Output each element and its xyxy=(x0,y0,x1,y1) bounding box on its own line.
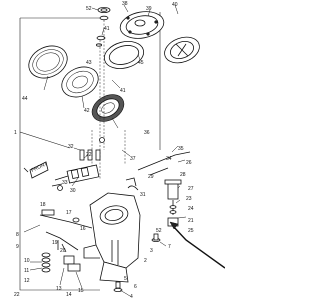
callout-15: 15 xyxy=(78,288,84,294)
callout-39: 39 xyxy=(146,6,152,12)
callout-41-lower: 41 xyxy=(120,88,126,94)
callout-30: 30 xyxy=(70,188,76,194)
callout-44: 44 xyxy=(22,96,28,102)
callout-38: 38 xyxy=(122,1,128,7)
callout-16: 16 xyxy=(80,226,86,232)
throttle-linkage xyxy=(125,151,191,227)
pointer-arrow-head xyxy=(169,221,179,230)
callout-32: 32 xyxy=(68,144,74,150)
callout-24: 24 xyxy=(188,206,194,212)
callout-1: 1 xyxy=(14,130,17,136)
callout-12: 12 xyxy=(24,278,30,284)
callout-9: 9 xyxy=(16,244,19,250)
callout-36: 36 xyxy=(144,130,150,136)
idle-adjuster-parts xyxy=(39,209,93,273)
left-gasket xyxy=(28,45,68,79)
callout-26: 26 xyxy=(186,160,192,166)
diaphragm-cover-right xyxy=(164,36,200,64)
center-gasket xyxy=(103,41,145,69)
callout-45: 45 xyxy=(138,60,144,66)
callout-41: 41 xyxy=(104,26,110,32)
callout-8: 8 xyxy=(16,232,19,238)
callout-22-lower: 22 xyxy=(14,292,20,298)
callout-52: 52 xyxy=(86,6,92,12)
front-arrow-icon: FRONT xyxy=(23,161,49,179)
callout-43: 43 xyxy=(86,60,92,66)
carburetor-exploded-diagram: FRONT 52 38 39 40 41 45 44 41 42 36 37 1… xyxy=(14,1,225,300)
top-screw-group xyxy=(96,7,111,47)
callout-14: 14 xyxy=(66,292,72,298)
callout-11: 11 xyxy=(24,268,29,274)
callout-22: 22 xyxy=(86,152,92,158)
callout-7: 7 xyxy=(168,244,171,250)
callout-3: 3 xyxy=(150,248,153,254)
callout-2: 2 xyxy=(144,258,147,264)
filter-screen xyxy=(91,94,125,122)
callout-10: 10 xyxy=(24,258,30,264)
callout-27: 27 xyxy=(188,186,194,192)
callout-52-lower: 52 xyxy=(156,228,162,234)
callout-13: 13 xyxy=(56,286,62,292)
callout-19: 19 xyxy=(52,240,58,246)
callout-4: 4 xyxy=(130,294,133,300)
pointer-arrow xyxy=(171,224,225,269)
bottom-screws xyxy=(113,233,161,292)
callout-28: 28 xyxy=(180,172,186,178)
assembly-lines xyxy=(91,20,126,180)
float-valve-parts xyxy=(51,137,105,191)
callout-17: 17 xyxy=(66,210,72,216)
callout-21: 21 xyxy=(188,218,194,224)
callout-29: 29 xyxy=(148,174,154,180)
carburetor-body xyxy=(83,192,141,283)
callout-31: 31 xyxy=(140,192,146,198)
callout-18: 18 xyxy=(40,202,46,208)
callout-25: 25 xyxy=(188,228,194,234)
callout-20: 20 xyxy=(60,248,66,254)
callout-23: 23 xyxy=(186,196,192,202)
assembly-frame xyxy=(19,12,161,291)
callout-5: 5 xyxy=(124,276,127,282)
callout-37: 37 xyxy=(130,156,136,162)
callout-42: 42 xyxy=(84,108,90,114)
callout-34: 34 xyxy=(166,156,172,162)
callout-leaders xyxy=(23,4,187,297)
pump-cover-plate xyxy=(119,11,165,39)
callout-6: 6 xyxy=(134,284,137,290)
callout-40: 40 xyxy=(172,2,178,8)
pump-diaphragm xyxy=(61,66,99,98)
callout-35: 35 xyxy=(178,146,184,152)
callout-33: 33 xyxy=(62,180,68,186)
